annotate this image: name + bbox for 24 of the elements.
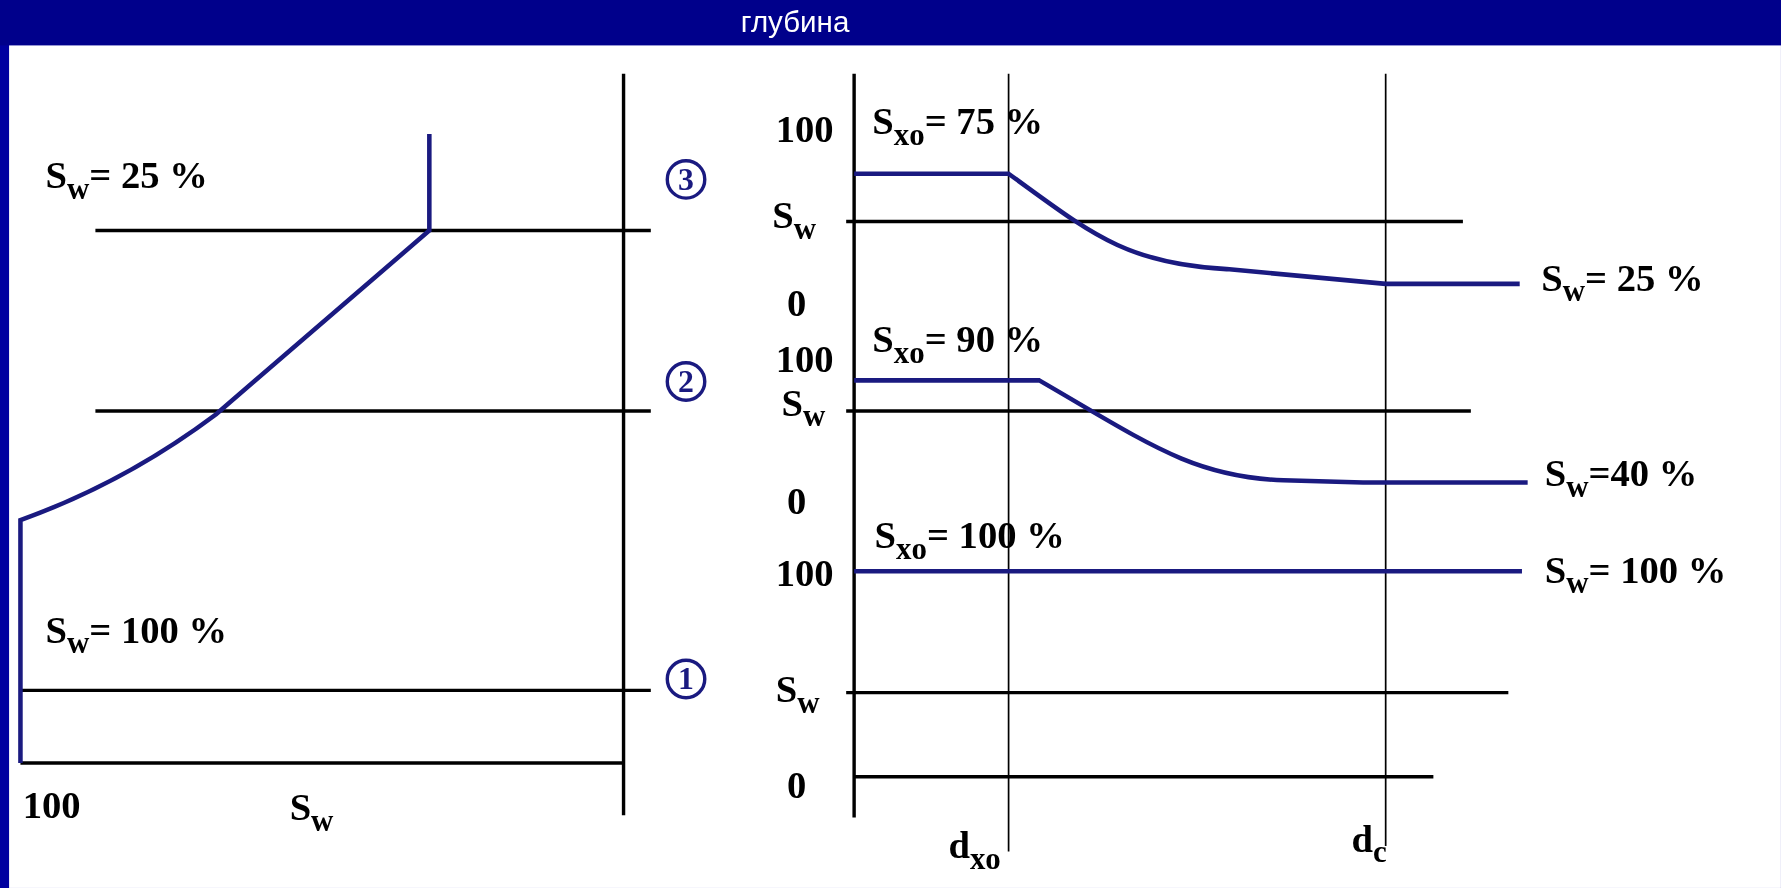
axis-tick-label: 0 [787, 482, 807, 522]
saturation-label: S$_{w}$= 25 % [1541, 258, 1704, 308]
saturation-label: S$_{w}$= 100 % [45, 610, 228, 660]
axis-tick-label: 0 [787, 283, 807, 323]
saturation-label: S$_{xo}$= 75 % [872, 102, 1044, 151]
saturation-label: S$_{xo}$= 90 % [872, 320, 1044, 369]
axis-tick-label: 100 [22, 785, 81, 825]
saturation-label: S$_{w}$= 100 % [1544, 550, 1727, 600]
axis-label: S$_{w}$ [772, 196, 817, 245]
axis-label: S$_{w}$ [775, 669, 820, 719]
circled-number: 1 [665, 658, 707, 700]
axis-tick-label: 0 [787, 766, 807, 806]
circled-number: 3 [665, 158, 707, 200]
axis-tick-label: 100 [775, 110, 834, 149]
axis-label: S$_{w}$ [289, 788, 334, 837]
saturation-label: S$_{w}$= 25 % [45, 156, 208, 206]
axis-tick-label: 100 [775, 554, 834, 593]
circled-number: 2 [665, 361, 707, 402]
axis-tick-label: 100 [775, 340, 834, 380]
axis-label: d$_{c}$ [1351, 819, 1387, 869]
title: глубина [739, 4, 851, 40]
axis-label: d$_{xo}$ [948, 826, 1001, 876]
axis-label: S$_{w}$ [781, 383, 826, 433]
saturation-label: S$_{w}$=40 % [1544, 454, 1698, 503]
